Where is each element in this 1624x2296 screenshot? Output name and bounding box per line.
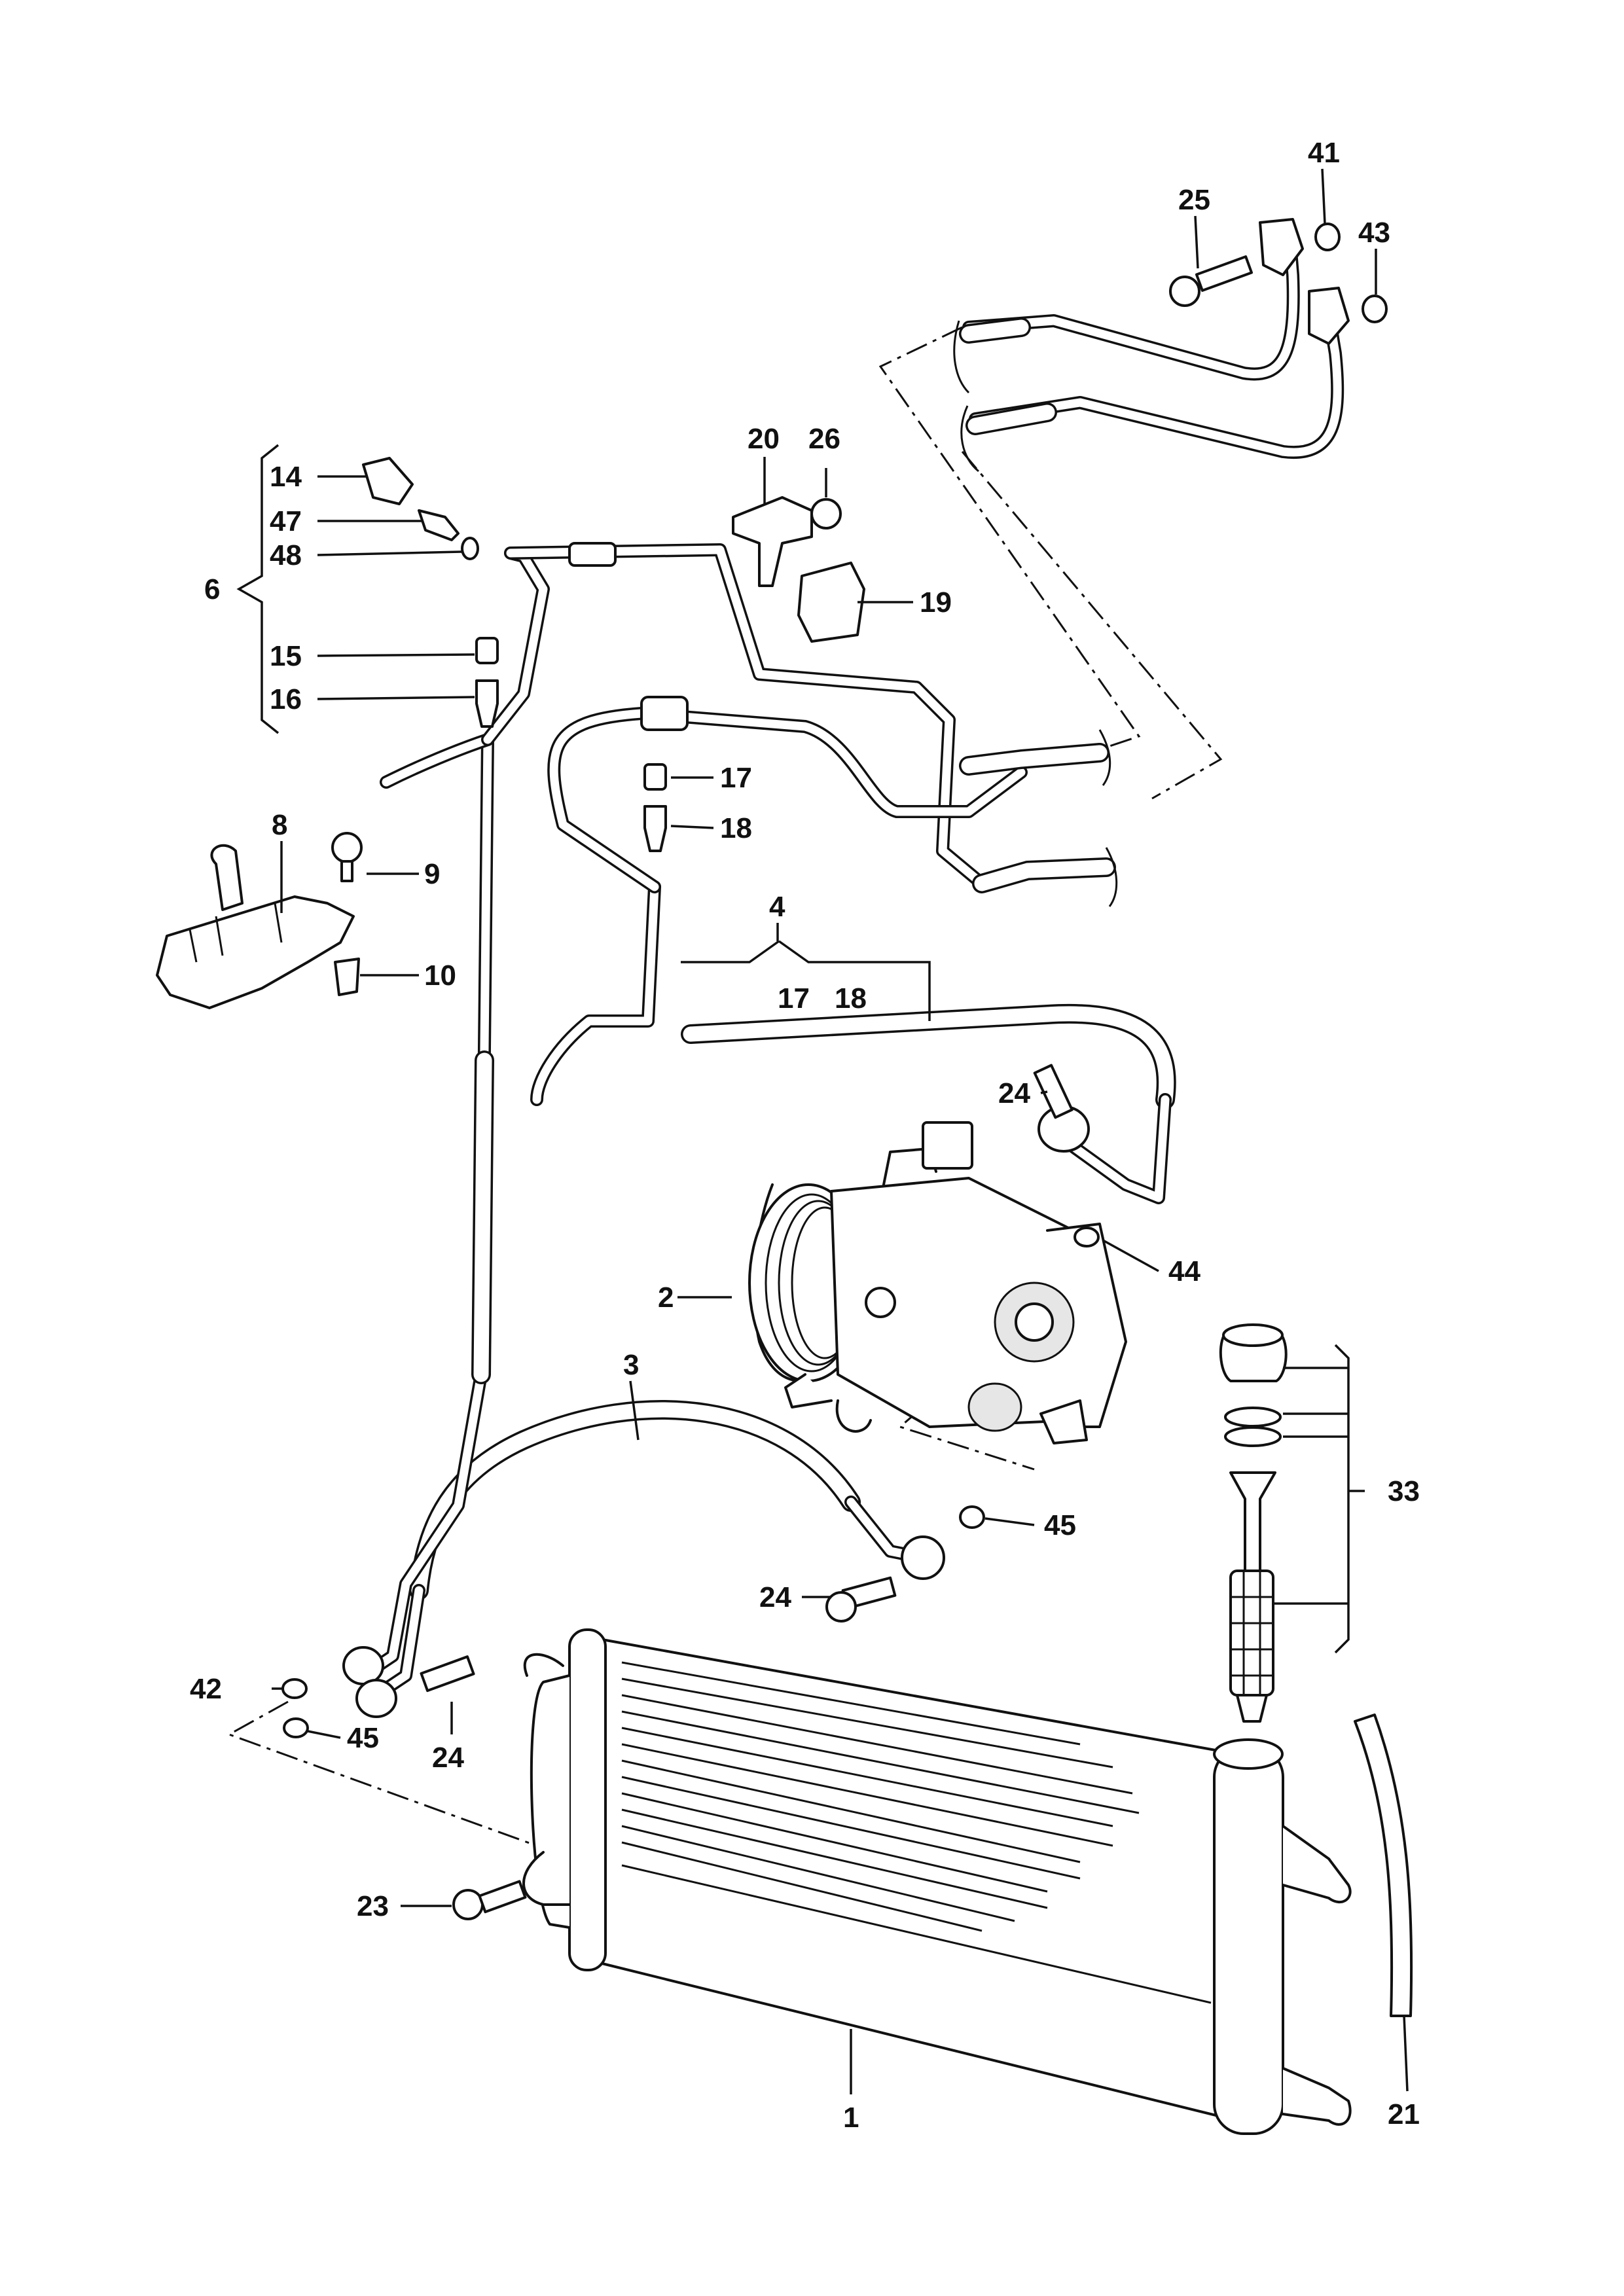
reference-lines	[226, 326, 1223, 1847]
callout-3: 3	[623, 1349, 639, 1381]
callout-15: 15	[270, 640, 302, 672]
callout-23: 23	[357, 1890, 389, 1922]
callout-2: 2	[658, 1282, 674, 1314]
callout-44: 44	[1168, 1255, 1200, 1287]
callout-47: 47	[270, 505, 302, 537]
callout-14: 14	[270, 461, 302, 493]
receiver-drier	[1219, 1323, 1288, 1723]
callout-10: 10	[424, 960, 456, 992]
callout-21: 21	[1388, 2098, 1420, 2130]
callout-45-right: 45	[1044, 1509, 1076, 1541]
callout-48: 48	[270, 539, 302, 571]
callout-42: 42	[190, 1673, 222, 1705]
callout-17: 17	[720, 762, 752, 794]
callout-17-sub: 17	[778, 982, 810, 1014]
callout-4: 4	[769, 891, 785, 923]
line-bracket	[156, 844, 355, 1009]
condenser	[522, 1628, 1352, 2135]
seal-strip	[1354, 1713, 1413, 2017]
callout-41: 41	[1308, 137, 1340, 169]
leader-lines	[236, 168, 1409, 2094]
callout-16: 16	[270, 683, 302, 715]
callout-9: 9	[424, 858, 440, 890]
callout-6: 6	[204, 573, 220, 605]
callout-33: 33	[1388, 1475, 1420, 1507]
callout-43: 43	[1358, 217, 1390, 249]
callout-18-sub: 18	[835, 982, 867, 1014]
callout-18: 18	[720, 812, 752, 844]
callout-26: 26	[808, 423, 840, 455]
ac-compressor	[748, 1121, 1127, 1444]
fasteners	[281, 218, 1388, 1920]
callout-20: 20	[748, 423, 780, 455]
callout-8: 8	[272, 809, 287, 841]
callout-24-top: 24	[998, 1077, 1030, 1109]
callout-19: 19	[920, 586, 952, 619]
callout-25: 25	[1178, 184, 1210, 216]
callout-24-mid: 24	[759, 1581, 791, 1613]
callout-45-left: 45	[347, 1722, 379, 1754]
callout-1: 1	[843, 2102, 859, 2134]
refrigerant-lines	[357, 229, 1344, 1702]
callout-24-low: 24	[432, 1742, 464, 1774]
callout-labels: 41 43 25 20 26 19 14 47 48 6 15 16 17 18…	[190, 137, 1420, 2134]
